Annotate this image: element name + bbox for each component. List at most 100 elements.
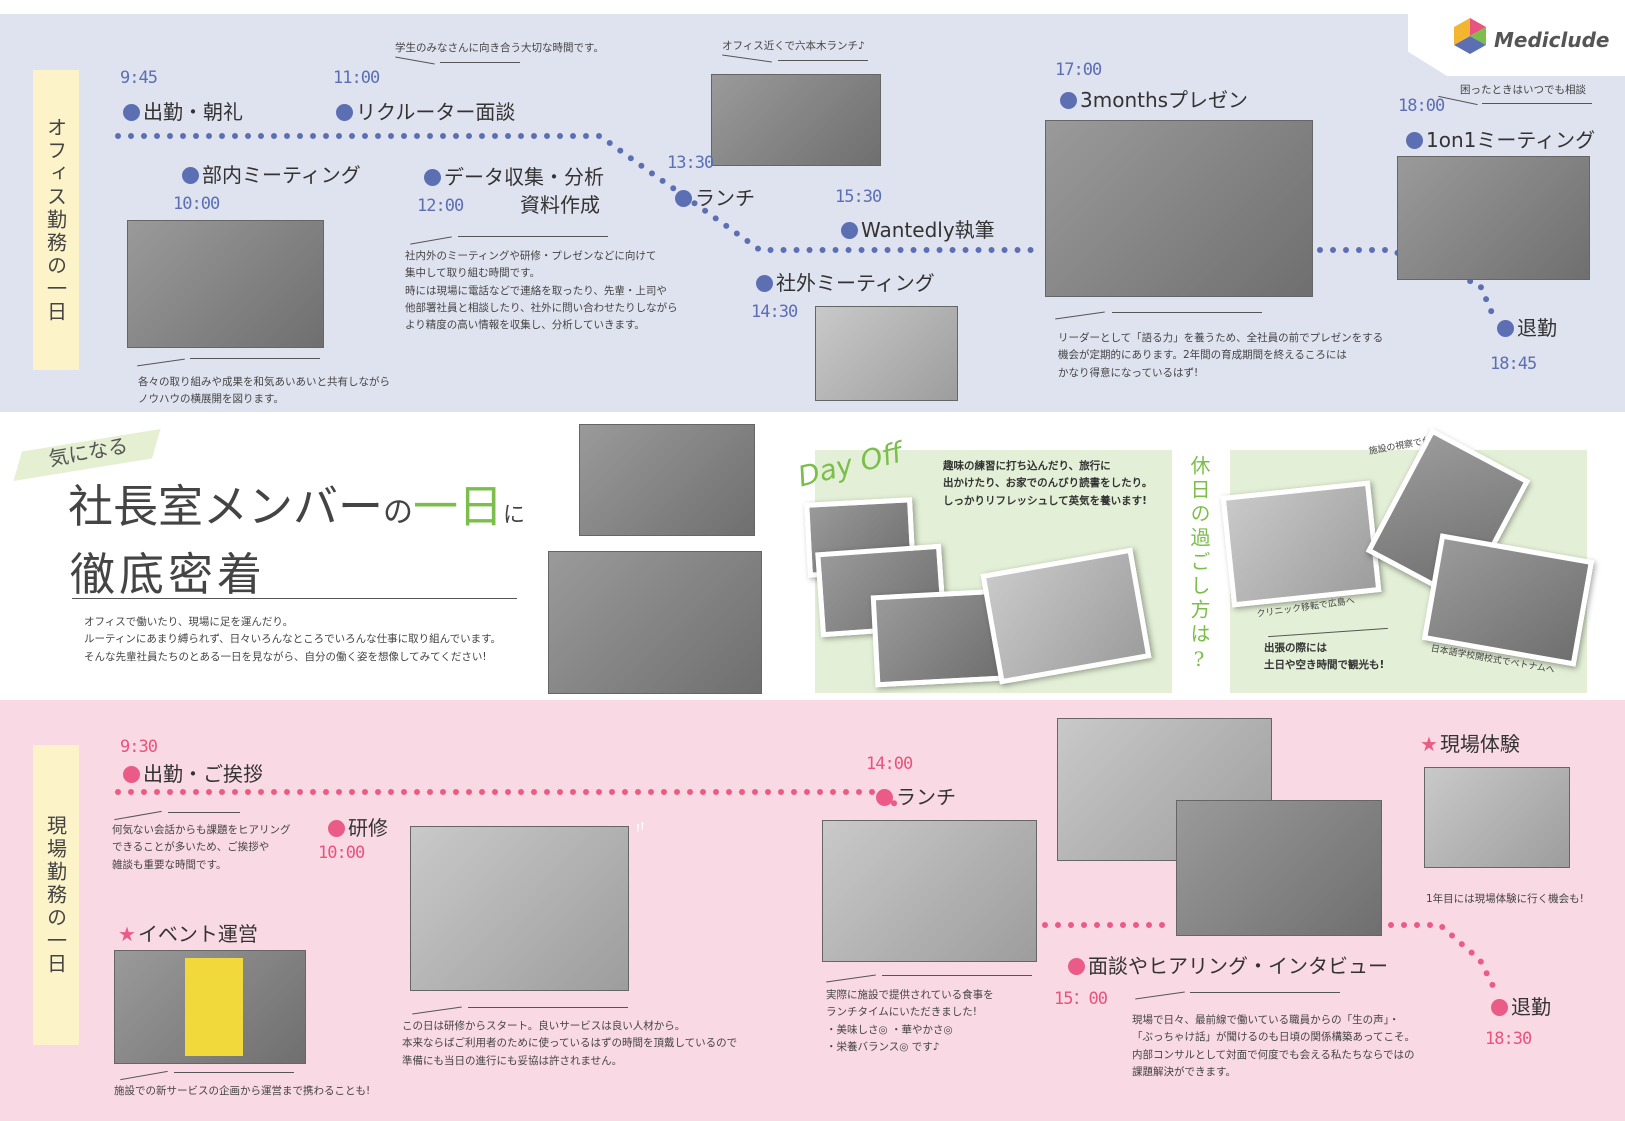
note-line: 現場で日々、最前線で働いている職員からの「生の声」・ xyxy=(1132,1014,1400,1026)
timeline-dot-icon xyxy=(182,167,199,184)
note-underline xyxy=(458,236,608,237)
note-line: より精度の高い情報を収集し、分析していきます。 xyxy=(405,319,645,332)
office-external-time: 14:30 xyxy=(751,302,798,322)
note-line: 他部署社員と相談したり、社外に問い合わせたりしながら xyxy=(405,301,678,314)
logo-tab xyxy=(1408,0,1625,76)
field-leave-label: 退勤 xyxy=(1511,995,1551,1019)
page-title-line2: 徹底密着 xyxy=(70,548,267,601)
timeline-dot-icon xyxy=(123,104,140,121)
field-event-event: ★イベント運営 xyxy=(118,918,258,947)
field-lunch-note: 実際に施設で提供されている食事を ランチタイムにいただきました! ・美味しさ◎ … xyxy=(826,987,994,1056)
field-event-label: イベント運営 xyxy=(137,922,258,946)
office-recruiter-event: リクルーター面談 xyxy=(336,96,515,125)
note-line: 準備にも当日の進行にも妥協は許されません。 xyxy=(402,1054,623,1067)
star-icon: ★ xyxy=(1420,732,1438,756)
note-line: 「ぶっちゃけ話」が聞けるのも日頃の関係構築あってこそ。 xyxy=(1132,1031,1415,1044)
note-line: しっかりリフレッシュして英気を養います! xyxy=(943,494,1147,507)
interview-note: 現場で日々、最前線で働いている職員からの「生の声」・ 「ぶっちゃけ話」が聞けるの… xyxy=(1132,1012,1415,1081)
field-lunch-label: ランチ xyxy=(896,785,956,809)
note-line: ノウハウの横展開を図ります。 xyxy=(138,393,284,406)
field-leave-time: 18:30 xyxy=(1485,1029,1532,1049)
timeline-dot-icon xyxy=(328,820,345,837)
field-interview-time: 15：00 xyxy=(1054,989,1108,1009)
office-data-label-1: データ収集・分析 xyxy=(444,165,604,189)
note-line: かなり得意になっているはず! xyxy=(1058,366,1199,379)
note-line: 本来ならばご利用者のために使っているはずの時間を頂戴しているので xyxy=(402,1037,738,1050)
field-checkin-time: 9:30 xyxy=(120,737,158,757)
hiroshima-photo xyxy=(1220,480,1382,608)
field-lunch-time: 14:00 xyxy=(866,754,913,774)
office-lunch-label: ランチ xyxy=(695,186,755,210)
note-line: 雑談も重要な時間です。 xyxy=(112,858,227,871)
field-training-time: 10:00 xyxy=(318,843,365,863)
office-data-time: 12:00 xyxy=(417,196,464,216)
title-highlight: 一日 xyxy=(413,480,504,533)
timeline-dot-icon xyxy=(1068,958,1085,975)
dayoff-note: 趣味の練習に打ち込んだり、旅行に 出かけたり、お家でのんびり読書をしたり。 しっ… xyxy=(943,458,1152,510)
field-section-label: 現場勤務の一日 xyxy=(33,745,79,1045)
title-part: 社長室メンバー xyxy=(68,480,384,533)
office-lunch-event: ランチ xyxy=(675,182,755,211)
office-checkin-time: 9:45 xyxy=(120,68,158,88)
event-note: 施設での新サービスの企画から運営まで携わることも! xyxy=(114,1085,371,1097)
one-on-one-note: 困ったときはいつでも相談 xyxy=(1460,84,1586,96)
event-banner xyxy=(185,958,243,1056)
field-experience-event: ★現場体験 xyxy=(1420,728,1520,757)
page-title: 社長室メンバーの一日に xyxy=(68,470,525,535)
intro-line: ルーティンにあまり縛られず、日々いろんなところでいろんな仕事に取り組んでいます。 xyxy=(84,633,502,646)
one-on-one-photo xyxy=(1397,156,1590,280)
office-leave-label: 退勤 xyxy=(1517,316,1557,340)
office-external-label: 社外ミーティング xyxy=(776,271,935,295)
dept-meeting-note: 各々の取り組みや成果を和気あいあいと共有しながら ノウハウの横展開を図ります。 xyxy=(138,374,390,409)
field-interview-label: 面談やヒアリング・インタビュー xyxy=(1088,954,1388,978)
office-one-on-one-label: 1on1ミーティング xyxy=(1426,128,1596,152)
office-data-label-2: 資料作成 xyxy=(520,193,600,217)
office-wantedly-time: 15:30 xyxy=(835,187,882,207)
office-lunch-photo xyxy=(711,74,881,166)
external-meeting-photo xyxy=(815,306,958,401)
note-line: 出張の際には xyxy=(1264,642,1327,654)
office-one-on-one-event: 1on1ミーティング xyxy=(1406,124,1595,153)
title-part: に xyxy=(503,503,526,528)
note-line: 社内外のミーティングや研修・プレゼンなどに向けて xyxy=(405,250,657,262)
intro-line: オフィスで働いたり、現場に足を運んだり。 xyxy=(84,616,294,628)
trip-note: 出張の際には 土日や空き時間で観光も! xyxy=(1264,640,1384,675)
office-recruiter-time: 11:00 xyxy=(333,68,380,88)
note-line: 趣味の練習に打ち込んだり、旅行に xyxy=(943,460,1111,472)
timeline-dot-icon xyxy=(424,169,441,186)
timeline-dot-icon xyxy=(675,190,692,207)
experience-photo xyxy=(1424,767,1570,868)
field-checkin-label: 出勤・ご挨拶 xyxy=(143,762,263,786)
note-underline xyxy=(468,1007,628,1008)
note-underline xyxy=(168,812,240,813)
dept-meeting-photo xyxy=(127,220,324,348)
brand-name: Mediclude xyxy=(1494,28,1610,52)
note-underline xyxy=(882,975,1032,976)
mediclude-logo-icon xyxy=(1450,16,1490,60)
timeline-dot-icon xyxy=(876,789,893,806)
field-lunch-photo xyxy=(822,820,1037,962)
timeline-dot-icon xyxy=(756,275,773,292)
office-presen-label: 3monthsプレゼン xyxy=(1080,88,1249,112)
office-one-on-one-time: 18:00 xyxy=(1398,96,1445,116)
note-line: 出かけたり、お家でのんびり読書をしたり。 xyxy=(943,477,1153,490)
timeline-dot-icon xyxy=(336,104,353,121)
note-line: 集中して取り組む時間です。 xyxy=(405,267,541,280)
note-underline xyxy=(190,358,320,359)
team-lounge-photo xyxy=(548,551,762,694)
note-line: 何気ない会話からも課題をヒアリング xyxy=(112,824,291,836)
timeline-dot-icon xyxy=(1491,999,1508,1016)
note-line: 内部コンサルとして対面で何度でも会える私たちならではの xyxy=(1132,1048,1415,1061)
office-dept-meeting-time: 10:00 xyxy=(173,194,220,214)
office-dept-meeting-label: 部内ミーティング xyxy=(202,163,361,187)
office-lunch-note: オフィス近くで六本木ランチ♪ xyxy=(722,40,865,52)
note-line: 機会が定期的にあります。2年間の育成期間を終えるころには xyxy=(1058,349,1347,362)
headline-intro: オフィスで働いたり、現場に足を運んだり。 ルーティンにあまり縛られず、日々いろん… xyxy=(84,614,501,666)
office-checkin-label: 出勤・朝礼 xyxy=(143,100,243,124)
presen-note: リーダーとして「語る力」を養うため、全社員の前でプレゼンをする 機会が定期的にあ… xyxy=(1058,330,1383,382)
office-lunch-time: 13:30 xyxy=(667,153,714,173)
field-lunch-event: ランチ xyxy=(876,781,956,810)
star-icon: ★ xyxy=(118,922,136,946)
training-photo xyxy=(410,826,629,991)
office-dept-meeting-event: 部内ミーティング xyxy=(182,159,361,188)
